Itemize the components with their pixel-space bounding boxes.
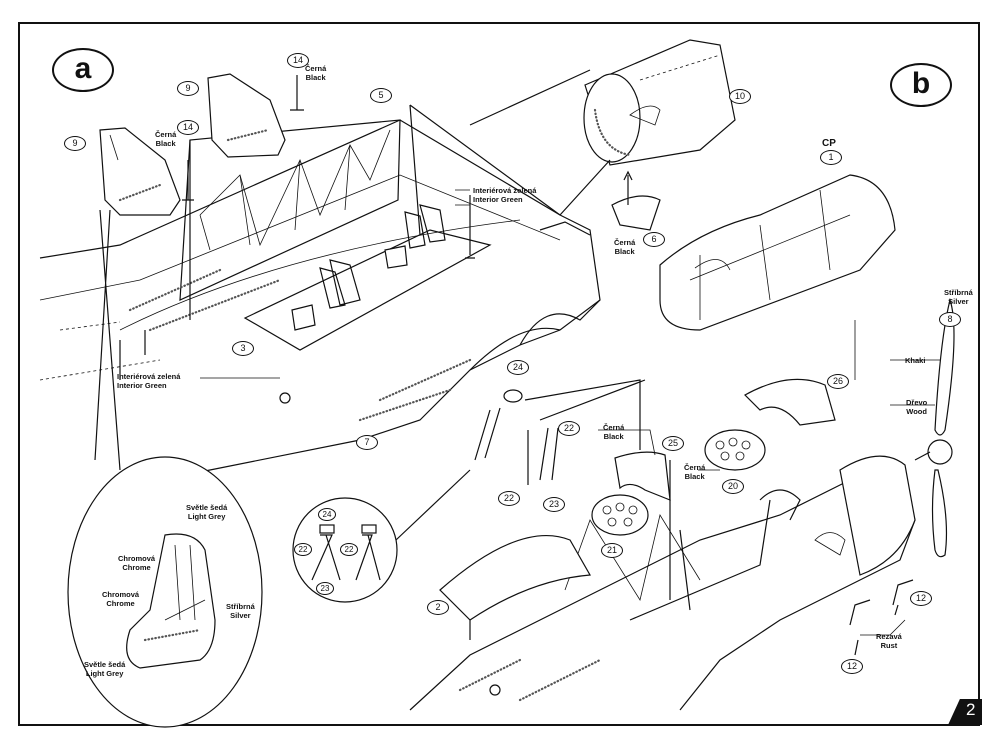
part-number-9: 9	[64, 136, 86, 151]
page-number: 2	[966, 700, 976, 719]
panel-a-marker: a	[52, 48, 114, 92]
part-number-14: 14	[177, 120, 199, 135]
part-number-7: 7	[356, 435, 378, 450]
part-number-6: 6	[643, 232, 665, 247]
part-number-5: 5	[370, 88, 392, 103]
page-frame	[18, 22, 980, 726]
part-number-1: 1	[820, 150, 842, 165]
seat-part-9-front	[99, 127, 181, 216]
detail-number-22: 22	[294, 543, 312, 556]
part-number-24: 24	[507, 360, 529, 375]
fuselage-right	[409, 455, 916, 711]
part-number-23: 23	[543, 497, 565, 512]
part-number-21: 21	[601, 543, 623, 558]
part-number-8: 8	[939, 312, 961, 327]
part-number-25: 25	[662, 436, 684, 451]
clear-canopy-part-1	[659, 174, 896, 331]
part-number-22: 22	[498, 491, 520, 506]
instrument-panel-21	[591, 494, 649, 536]
instrument-panel-20	[704, 429, 766, 471]
panel-b-marker: b	[890, 63, 952, 107]
part-number-10: 10	[729, 89, 751, 104]
part-number-26: 26	[827, 374, 849, 389]
color-note-khaki: Khaki	[905, 356, 926, 365]
detail-number-22: 22	[340, 543, 358, 556]
part-number-9: 9	[177, 81, 199, 96]
control-rods-22-23	[474, 379, 646, 485]
part-number-22: 22	[558, 421, 580, 436]
part-25	[614, 451, 671, 501]
part-number-20: 20	[722, 479, 744, 494]
part-number-14: 14	[287, 53, 309, 68]
propeller-part-8	[914, 297, 955, 558]
cp-label: CP	[822, 138, 836, 149]
exhaust-part-12	[849, 579, 914, 656]
detail-number-23: 23	[316, 582, 334, 595]
canopy-part-10	[469, 39, 736, 216]
part-6-headrest	[611, 195, 661, 231]
part-number-2: 2	[427, 600, 449, 615]
part-number-3: 3	[232, 341, 254, 356]
detail-number-24: 24	[318, 508, 336, 521]
seat-part-9-rear	[207, 73, 286, 158]
seat-detail-circle	[67, 209, 263, 728]
stick-part-14-front	[182, 160, 194, 201]
stick-part-14-rear	[290, 75, 304, 111]
part-number-12: 12	[910, 591, 932, 606]
part-26	[744, 378, 836, 426]
part-number-12: 12	[841, 659, 863, 674]
